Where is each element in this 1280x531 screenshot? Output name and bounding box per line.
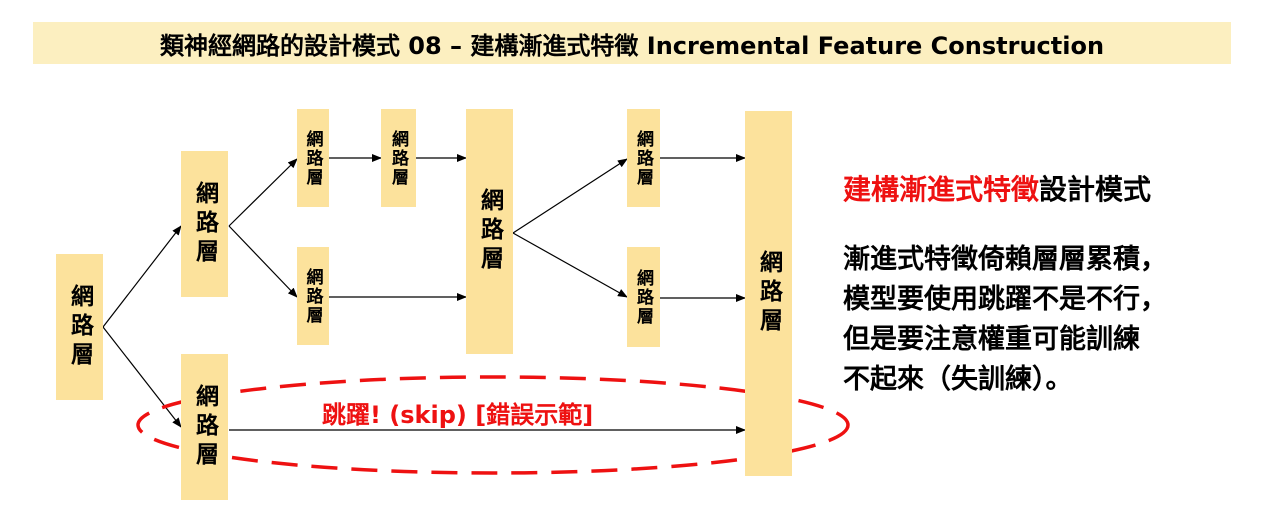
title-bar: 類神經網路的設計模式 08 – 建構漸進式特徵 Incremental Feat… — [33, 22, 1231, 64]
layer-label: 網路層 — [66, 283, 93, 371]
layer-label: 網路層 — [388, 129, 408, 187]
body-line: 但是要注意權重可能訓練 — [843, 324, 1140, 355]
side-heading: 建構漸進式特徵設計模式 — [843, 168, 1151, 208]
arrow-merge-to-branch-c — [512, 158, 628, 234]
layer-label: 網路層 — [633, 268, 653, 326]
layer-label: 網路層 — [633, 129, 653, 187]
layer-label: 網路層 — [302, 129, 323, 187]
layer-merge: 網路層 — [466, 109, 513, 354]
arrow-input-to-lower — [102, 326, 182, 428]
body-line: 模型要使用跳躍不是不行， — [843, 284, 1167, 315]
layer-branch-a-next: 網路層 — [381, 109, 416, 207]
body-line: 漸進式特徵倚賴層層累積， — [843, 244, 1167, 275]
layer-label: 網路層 — [302, 267, 323, 325]
layer-branch-b: 網路層 — [297, 247, 329, 345]
side-body: 漸進式特徵倚賴層層累積， 模型要使用跳躍不是不行， 但是要注意權重可能訓練 不起… — [843, 240, 1167, 400]
layer-lower: 網路層 — [181, 354, 228, 500]
heading-rest: 設計模式 — [1039, 173, 1152, 206]
arrow-merge-to-branch-d — [512, 232, 628, 298]
layer-branch-a: 網路層 — [297, 109, 329, 207]
layer-label: 網路層 — [476, 188, 503, 275]
layer-input: 網路層 — [56, 254, 103, 400]
layer-label: 網路層 — [191, 180, 218, 268]
body-line: 不起來（失訓練）。 — [843, 364, 1073, 395]
page-title: 類神經網路的設計模式 08 – 建構漸進式特徵 Incremental Feat… — [159, 31, 1105, 60]
layer-label: 網路層 — [191, 383, 218, 471]
layer-output: 網路層 — [745, 111, 792, 476]
arrow-upper-to-branch-b — [228, 225, 298, 298]
layer-branch-d: 網路層 — [627, 247, 660, 347]
layer-branch-c: 網路層 — [627, 109, 660, 207]
arrow-upper-to-branch-a — [228, 158, 298, 227]
layer-label: 網路層 — [755, 250, 782, 337]
heading-highlight: 建構漸進式特徵 — [843, 173, 1040, 206]
skip-highlight-ellipse — [136, 375, 850, 475]
arrow-input-to-upper — [102, 225, 182, 328]
layer-upper: 網路層 — [181, 151, 228, 297]
skip-label: 跳躍! (skip) [錯誤示範] — [322, 401, 594, 429]
